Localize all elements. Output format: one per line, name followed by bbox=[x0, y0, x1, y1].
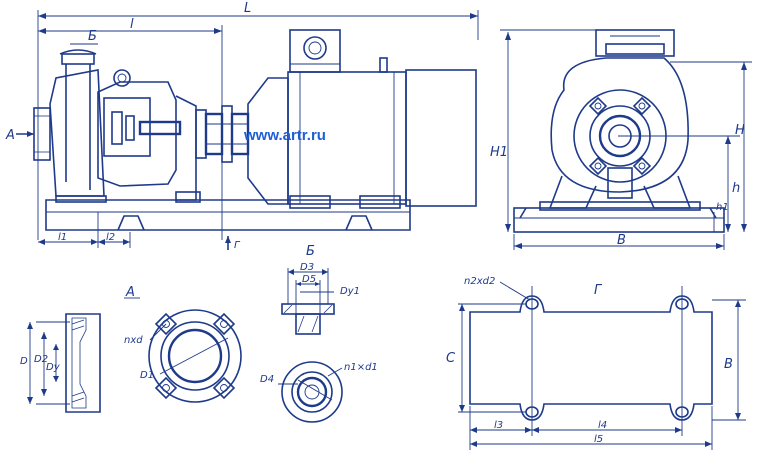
dim-h-label: h bbox=[732, 181, 740, 196]
dim-l1-label: l1 bbox=[58, 232, 67, 243]
dim-B-plate-label: B bbox=[724, 357, 733, 372]
detail-b: Б D3 D5 Dy1 D4 n1×d1 bbox=[260, 244, 378, 423]
dim-l2-label: l2 bbox=[106, 232, 115, 243]
view-g-marker: Г bbox=[234, 240, 241, 251]
dim-l5-label: l5 bbox=[594, 434, 603, 445]
view-a-label: A bbox=[5, 128, 15, 143]
dim-D3-label: D3 bbox=[300, 262, 314, 273]
dim-l-label: l bbox=[130, 17, 134, 32]
dim-H-label: H bbox=[735, 123, 745, 138]
watermark-text: www.artr.ru bbox=[243, 127, 326, 144]
dim-L-label: L bbox=[244, 1, 251, 16]
side-view: H1 H h h1 bbox=[490, 29, 752, 250]
dim-Dy-label: Dy bbox=[46, 362, 61, 373]
dim-D-label: D bbox=[20, 356, 28, 367]
detail-b-title: Б bbox=[306, 244, 315, 259]
dim-H1-label: H1 bbox=[490, 145, 508, 160]
dim-D4-label: D4 bbox=[260, 374, 274, 385]
dim-l3-label: l3 bbox=[494, 420, 503, 431]
view-b-label: Б bbox=[88, 29, 97, 44]
dim-D1-label: D1 bbox=[140, 370, 154, 381]
dim-B-label: B bbox=[617, 233, 626, 248]
detail-a: A D D2 Dy nxd D1 bbox=[20, 285, 242, 413]
dim-D5-label: D5 bbox=[302, 274, 316, 285]
detail-g-title: Г bbox=[594, 283, 603, 298]
main-view: L l Б A bbox=[5, 1, 479, 251]
detail-a-title: A bbox=[125, 285, 135, 300]
detail-g: Г n2xd2 C B l3 l4 l5 bbox=[446, 276, 746, 450]
dim-Dy1-label: Dy1 bbox=[340, 286, 360, 297]
dim-D2-label: D2 bbox=[34, 354, 48, 365]
dim-C-label: C bbox=[446, 351, 456, 366]
dim-n1xd1-label: n1×d1 bbox=[344, 362, 378, 373]
dim-l4-label: l4 bbox=[598, 420, 607, 431]
dim-n2xd2-label: n2xd2 bbox=[464, 276, 495, 287]
dim-nxd-label: nxd bbox=[124, 335, 143, 346]
